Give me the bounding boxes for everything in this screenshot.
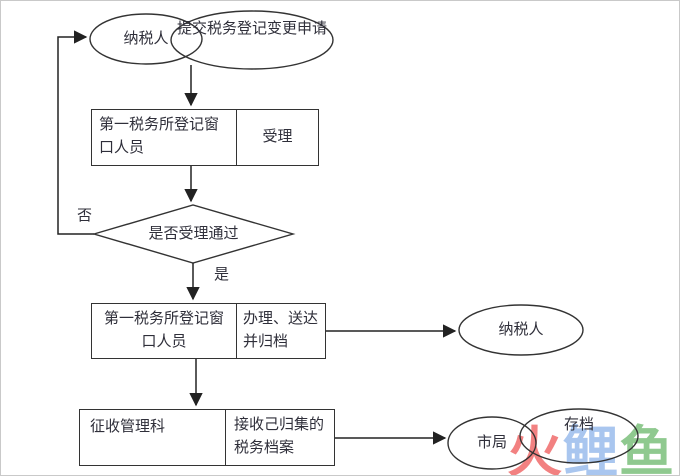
process-box: 第一税务所登记窗口人员 办理、送达并归档 [91,303,326,359]
city-bureau-ellipse [447,416,537,470]
decision-yes-label: 是 [214,267,230,283]
connector-decision-no-loop [57,30,94,235]
submit-application-label: 提交税务登记变更申请 [176,21,327,37]
taxpayer-start-ellipse [89,13,203,65]
taxpayer-start-label: 纳税人 [123,31,169,47]
taxpayer-receive-ellipse [458,304,584,356]
decision-no-label: 否 [77,208,93,224]
decision-label: 是否受理通过 [148,226,239,242]
watermark: 火鲤鱼 [507,425,675,476]
watermark-char-carp: 鲤 [563,421,620,476]
accept-box: 第一税务所登记窗口人员 受理 [91,109,319,166]
decision-diamond [91,204,296,264]
process-box-action: 办理、送达并归档 [243,311,319,350]
accept-box-action: 受理 [262,129,293,145]
city-bureau-label: 市局 [476,435,507,451]
collection-box-action: 接收己归集的税务档案 [234,417,325,456]
taxpayer-receive-label: 纳税人 [498,322,544,338]
accept-box-role: 第一税务所登记窗口人员 [92,110,237,165]
collection-box-role: 征收管理科 [80,410,226,465]
process-box-role: 第一税务所登记窗口人员 [92,304,237,358]
collection-box: 征收管理科 接收己归集的税务档案 [79,409,335,466]
archive-label: 存档 [563,417,594,433]
watermark-char-fish: 鱼 [619,421,676,476]
archive-ellipse [519,408,639,464]
submit-application-ellipse [170,10,334,70]
